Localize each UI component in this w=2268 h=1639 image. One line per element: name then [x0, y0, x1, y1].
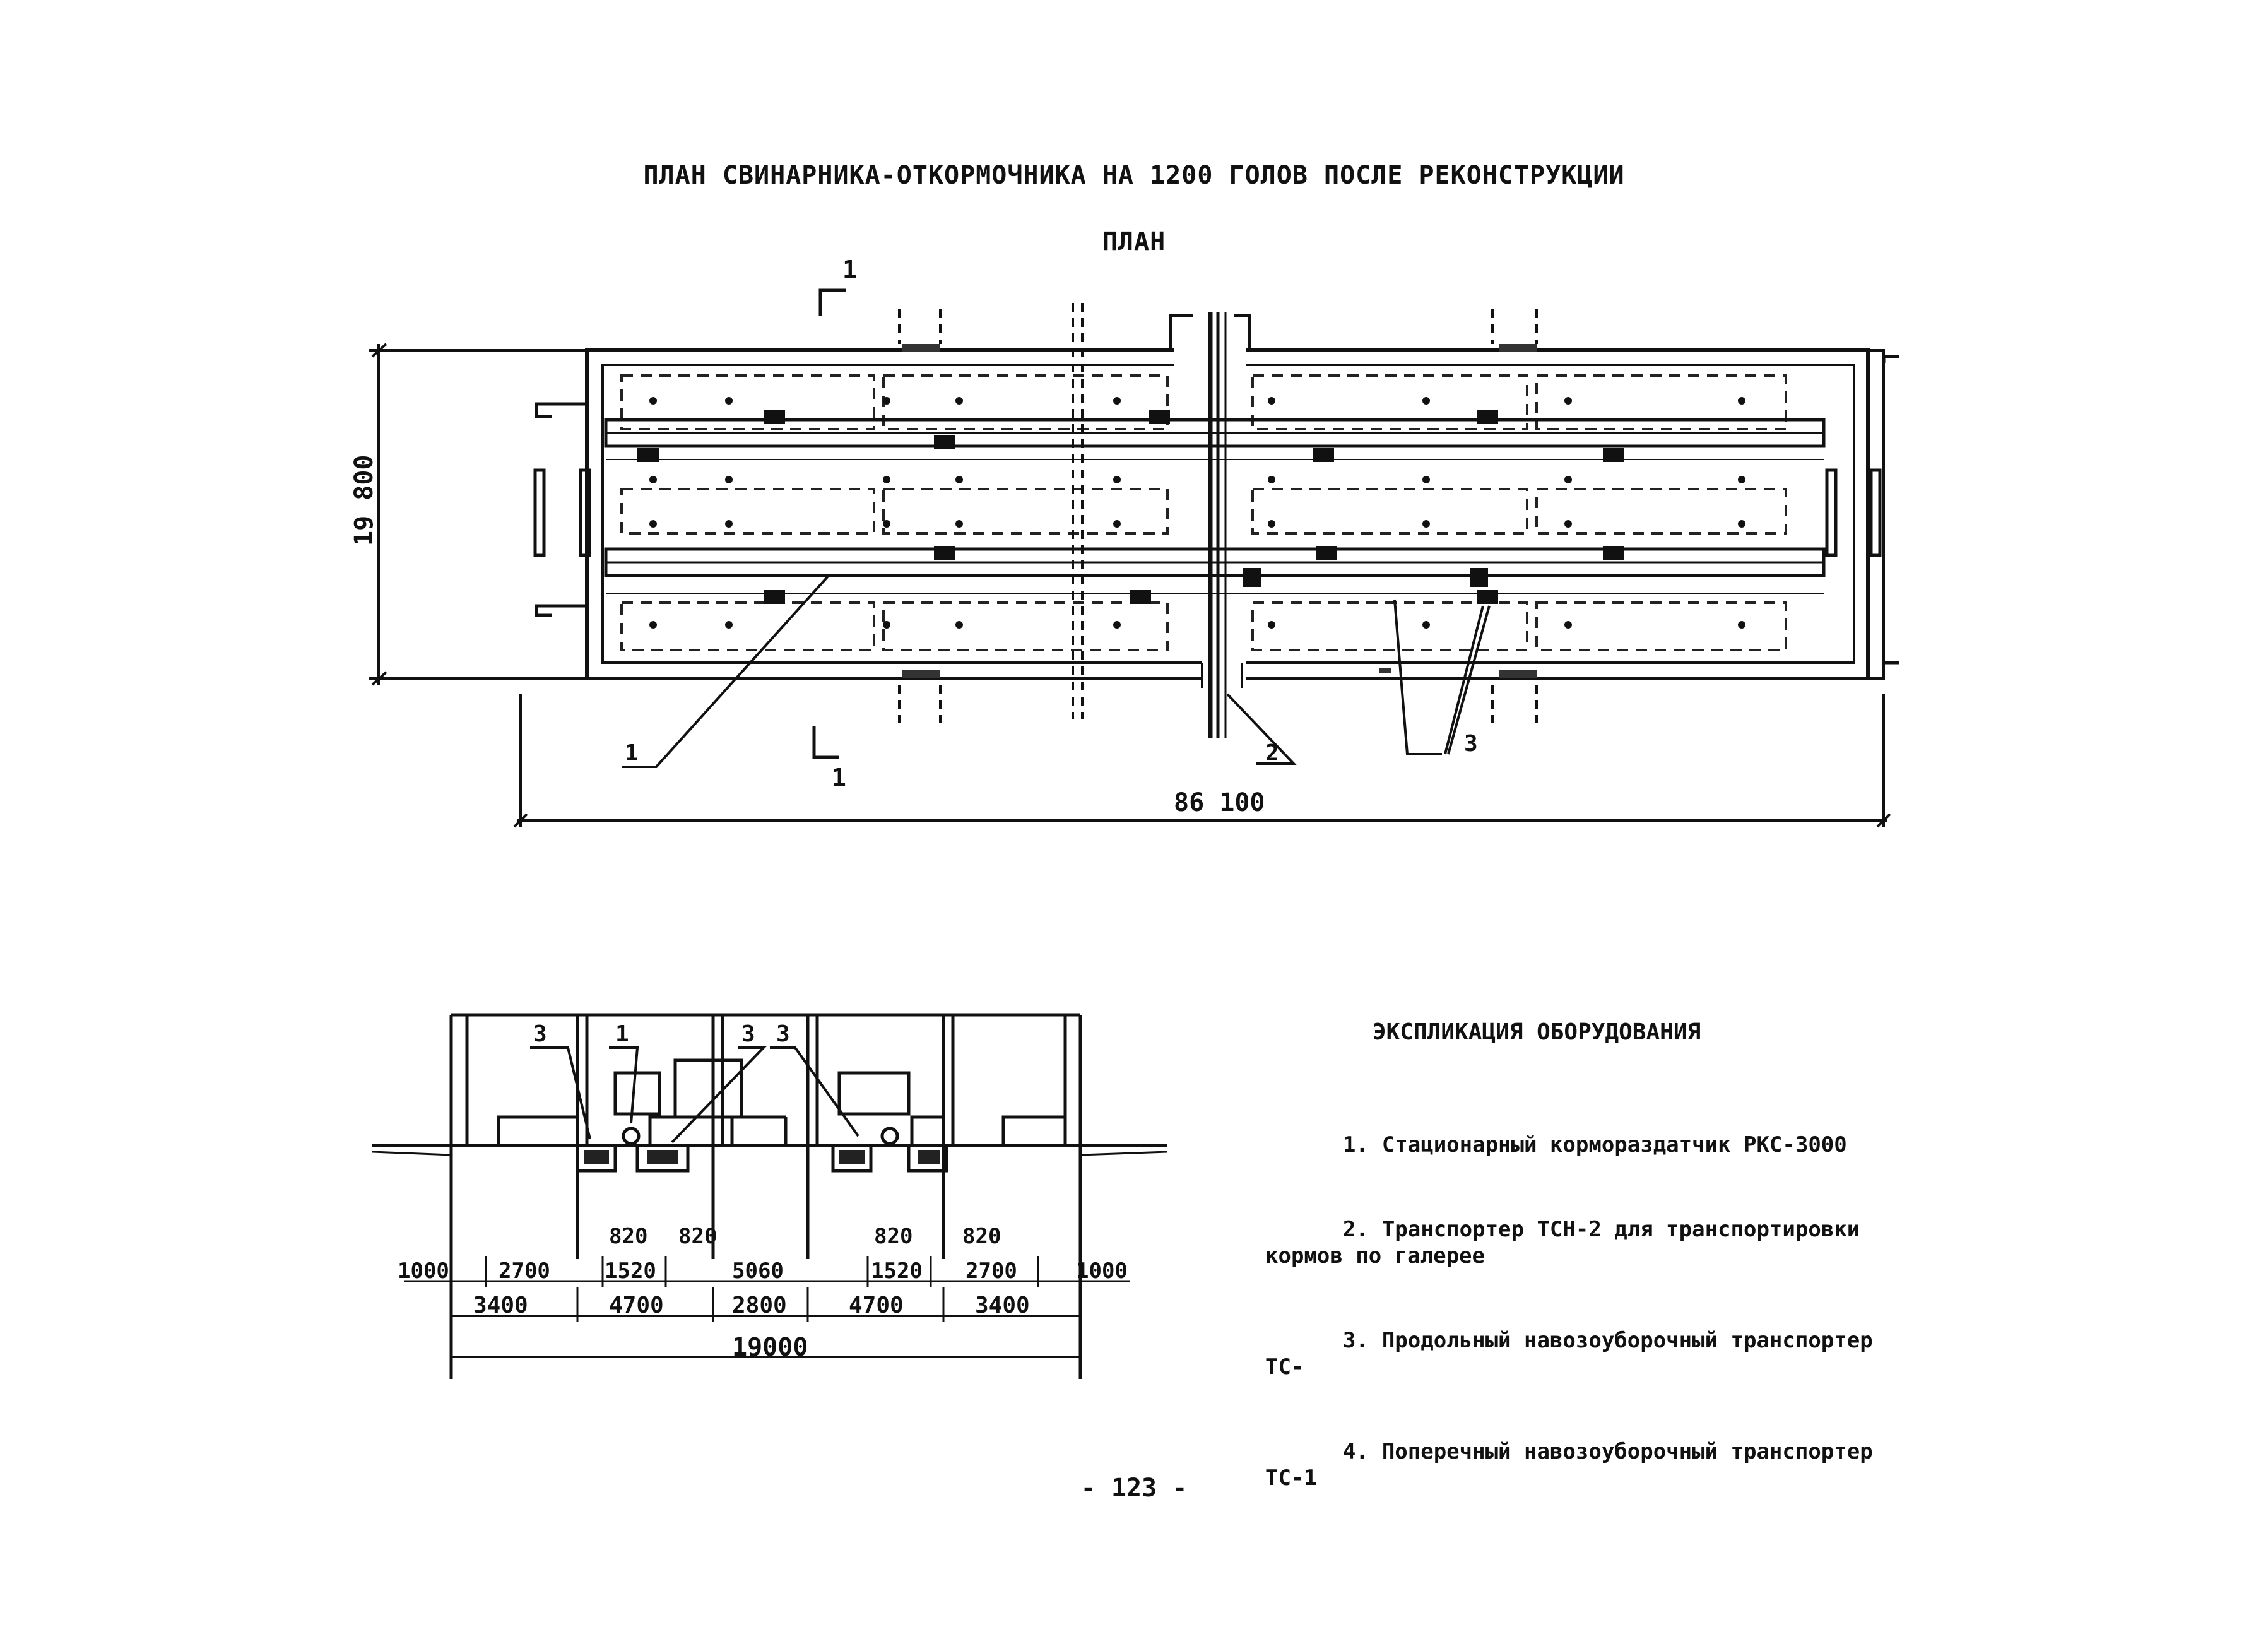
drawing-title: ПЛАН СВИНАРНИКА-ОТКОРМОЧНИКА НА 1200 ГОЛ…: [643, 161, 1625, 190]
section-mark-bottom: 1: [832, 764, 846, 791]
section-dim-1000-right: 1000: [1076, 1258, 1128, 1284]
legend-item-number: 2.: [1342, 1217, 1369, 1242]
section-callout-1: 1: [615, 1021, 629, 1047]
legend-item: 2.Транспортер ТСН-2 для транспортировки …: [1265, 1190, 1896, 1296]
section-dim-3400-left: 3400: [473, 1293, 528, 1318]
section-dim-820-d: 820: [962, 1224, 1001, 1249]
section-dim-2700-right: 2700: [966, 1258, 1017, 1284]
section-callout-3a: 3: [533, 1021, 547, 1047]
legend-item: 3.Продольный навозоуборочный транспортер…: [1265, 1301, 1896, 1407]
equipment-legend: ЭКСПЛИКАЦИЯ ОБОРУДОВАНИЯ 1. Стационарный …: [1265, 1019, 1896, 1523]
section-mark-top: 1: [842, 256, 857, 283]
section-total-dimension: 19000: [732, 1333, 808, 1362]
section-dim-3400-right: 3400: [975, 1293, 1030, 1318]
section-dim-820-b: 820: [678, 1224, 717, 1249]
plan-wall-right-half: [1246, 348, 1870, 680]
plan-callout-1: 1: [625, 740, 639, 766]
section-dim-2800: 2800: [732, 1293, 787, 1318]
legend-item-text: Стационарный кормораздатчик РКС-3000: [1381, 1132, 1847, 1157]
section-dim-1520-right: 1520: [871, 1258, 923, 1284]
legend-item-number: 1.: [1342, 1132, 1369, 1157]
plan-height-dimension: 19 800: [350, 455, 379, 547]
plan-callout-3: 3: [1464, 731, 1478, 757]
section-dim-820-c: 820: [874, 1224, 913, 1249]
legend-item-number: 3.: [1342, 1328, 1369, 1353]
legend-item-text: Продольный навозоуборочный транспортер Т…: [1265, 1328, 1886, 1380]
legend-item: 4.Поперечный навозоуборочный транспортер…: [1265, 1412, 1896, 1518]
section-dim-4700-right: 4700: [849, 1293, 904, 1318]
section-dim-5060: 5060: [732, 1258, 784, 1284]
legend-item-number: 4.: [1342, 1439, 1369, 1464]
section-callout-3b: 3: [741, 1021, 755, 1047]
legend-item-text: Поперечный навозоуборочный транспортер Т…: [1265, 1439, 1886, 1491]
plan-callout-2: 2: [1265, 740, 1279, 766]
plan-width-dimension: 86 100: [1174, 788, 1265, 817]
section-dim-1520-left: 1520: [605, 1258, 656, 1284]
legend-item: 1. Стационарный кормораздатчик РКС-3000: [1265, 1105, 1896, 1185]
plan-wall-left-half: [585, 348, 1202, 680]
section-dim-4700-left: 4700: [609, 1293, 664, 1318]
plan-subtitle: ПЛАН: [1102, 227, 1166, 256]
section-dim-820-a: 820: [609, 1224, 647, 1249]
section-dim-2700-left: 2700: [499, 1258, 550, 1284]
legend-item-text: Транспортер ТСН-2 для транспортировки ко…: [1265, 1217, 1860, 1269]
section-dim-1000-left: 1000: [398, 1258, 449, 1284]
page-number: - 123 -: [1080, 1474, 1188, 1503]
section-callout-3c: 3: [776, 1021, 790, 1047]
legend-title: ЭКСПЛИКАЦИЯ ОБОРУДОВАНИЯ: [1373, 1019, 1701, 1045]
